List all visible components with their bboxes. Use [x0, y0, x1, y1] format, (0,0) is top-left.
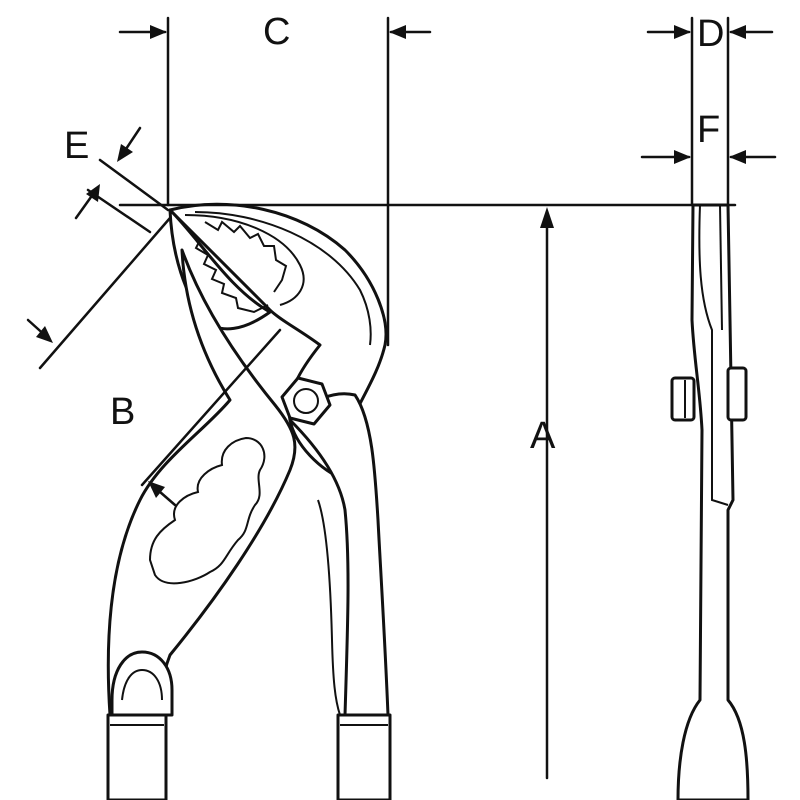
side-profile-inner: [698, 204, 729, 506]
c-arrow-right-head: [389, 25, 406, 39]
jaw-inner-curve: [184, 214, 305, 306]
label-d: D: [697, 13, 724, 55]
side-pivot-bolt-left: [670, 376, 696, 422]
right-handle-inner: [317, 499, 341, 716]
b-extension-lower: [140, 328, 282, 487]
pivot-hex-nut: [280, 376, 332, 426]
d-arrow-left-head: [674, 25, 691, 39]
c-arrow-left-head: [150, 25, 167, 39]
dimension-labels: C D F E B A: [64, 11, 724, 457]
side-profile-inner-2: [719, 204, 723, 331]
d-arrow-right-head: [729, 25, 746, 39]
side-profile: [676, 203, 750, 800]
label-b: B: [110, 391, 135, 433]
b-arrow-bottom-head: [148, 481, 165, 498]
handle-end-loop: [110, 650, 174, 717]
f-arrow-left-head: [674, 150, 691, 164]
left-handle-grip: [148, 436, 266, 585]
e-arrow-top-head: [117, 144, 133, 162]
label-e: E: [64, 125, 89, 167]
left-grip-sleeve: [106, 713, 168, 800]
pliers-front-view: [106, 202, 392, 800]
b-extension-upper: [38, 216, 172, 370]
e-extension-line: [98, 158, 170, 212]
label-a: A: [530, 415, 556, 457]
dimension-lines: [26, 16, 777, 780]
b-arrow-top-head: [36, 326, 53, 343]
side-pivot-bolt-right: [726, 366, 748, 422]
jaw-teeth: [189, 220, 288, 314]
left-handle: [106, 248, 297, 717]
f-arrow-right-head: [729, 150, 746, 164]
pliers-side-view: [670, 203, 750, 800]
jaw-inner-curve-2: [194, 211, 372, 346]
a-arrow-head: [540, 207, 554, 228]
label-c: C: [263, 11, 290, 53]
pivot-bolt-circle: [293, 388, 319, 414]
handle-end-loop-inner: [121, 668, 163, 701]
right-grip-sleeve: [336, 713, 392, 800]
e-arrow-bottom-head: [86, 184, 100, 202]
right-handle: [288, 392, 390, 717]
label-f: F: [697, 109, 720, 151]
